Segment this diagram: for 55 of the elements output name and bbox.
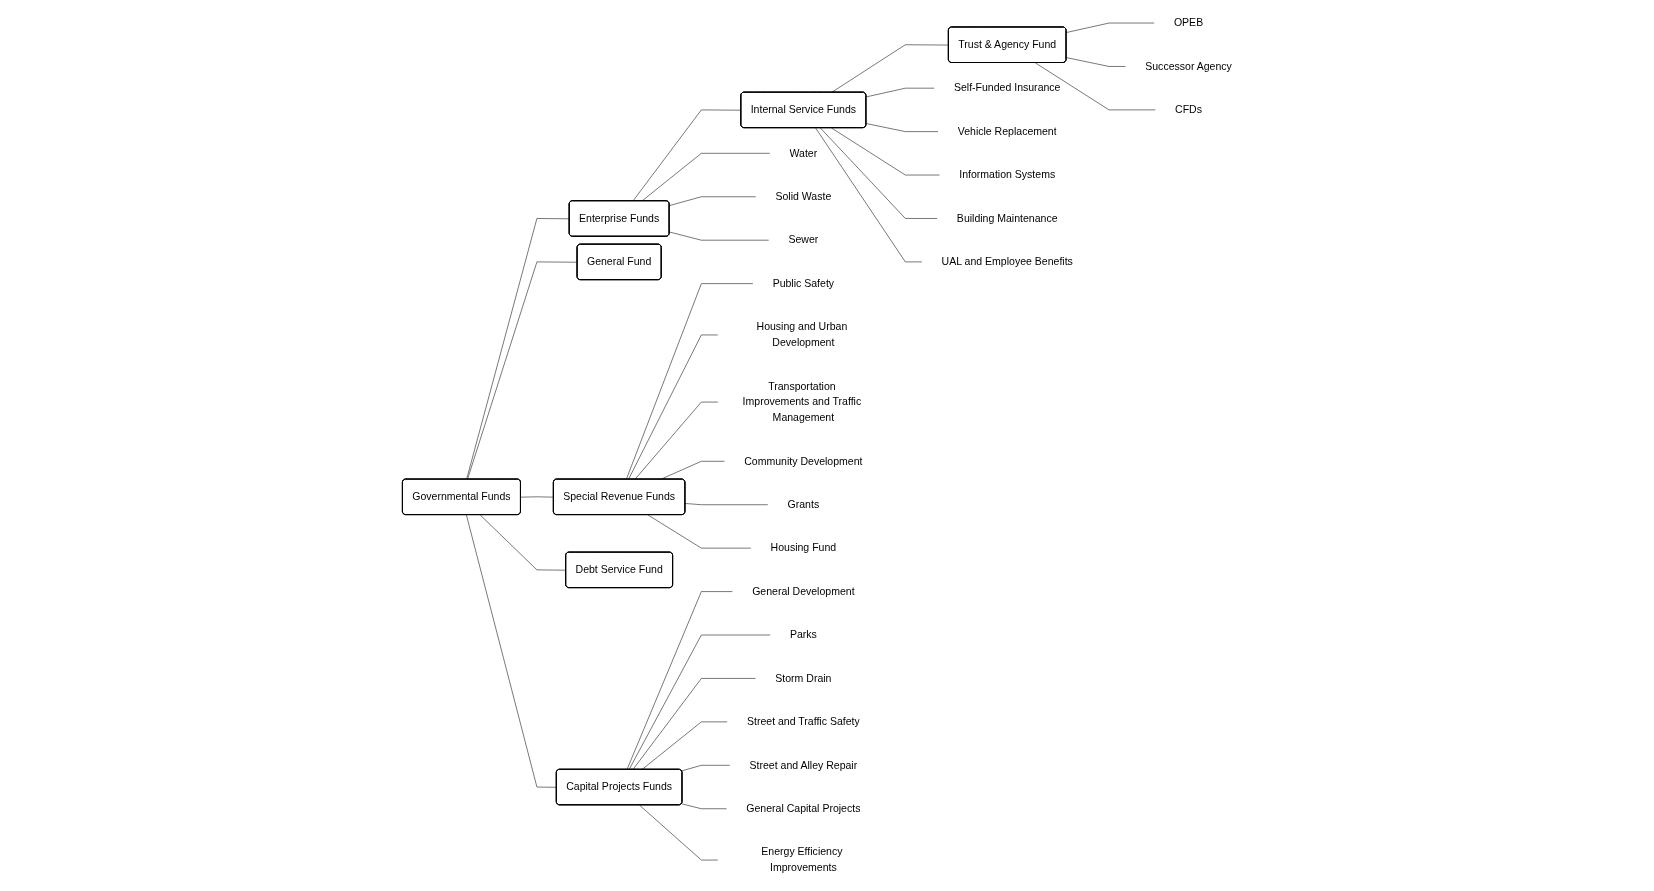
node-text: Housing Fund [770,542,837,554]
connector [831,127,940,176]
connector [520,496,555,498]
connector [466,218,570,480]
node-text: Water [789,147,818,159]
node-text: Housing and Urban Development [756,321,848,349]
connector [479,514,567,571]
node-text: Street and Alley Repair [749,759,858,771]
connector [681,803,727,810]
connector [641,721,728,770]
node-text: General Capital Projects [746,802,861,815]
node-text: Solid Waste [775,190,832,203]
node-text: Parks [789,629,817,641]
node-text: Storm Drain [775,672,832,684]
connector [632,109,742,202]
node-text: UAL and Employee Benefits [941,255,1073,268]
connector [628,634,771,770]
node-text: Public Safety [772,277,835,289]
connector [865,87,935,98]
connector [684,503,769,506]
node-text: Information Systems [959,169,1056,181]
connector [669,196,757,206]
connector [626,591,733,770]
connector [466,514,557,788]
node-text: Energy Efficiency Improvements [761,846,843,874]
node-text: Vehicle Replacement [957,125,1057,137]
connector [639,804,719,861]
connector [467,261,578,480]
node-text: Sewer [788,234,819,246]
connector [815,127,923,263]
connector [626,283,754,480]
connector [681,764,731,772]
connector [634,401,719,480]
connector [1034,62,1156,111]
connector [865,123,939,132]
node-text: Self-Funded Insurance [953,82,1061,94]
node-text: Transportation Improvements and Traffic Management [742,380,862,424]
node-text: CFDs [1175,103,1202,116]
connector [1066,57,1126,67]
node-text: Street and Traffic Safety [746,715,860,728]
connector [632,678,756,770]
node-text: General Development [752,585,855,597]
node-text: Successor Agency [1145,60,1232,72]
connector [669,231,770,241]
connector [628,334,719,480]
connector [660,460,725,480]
connector [820,127,938,219]
connector [647,514,752,549]
connector [831,44,950,93]
node-text: Community Development [744,455,863,467]
node-text: Building Maintenance [956,212,1058,224]
node-text: OPEB [1173,17,1204,29]
node-text: Grants [787,498,820,510]
connector [641,153,771,202]
connector [1066,22,1155,33]
